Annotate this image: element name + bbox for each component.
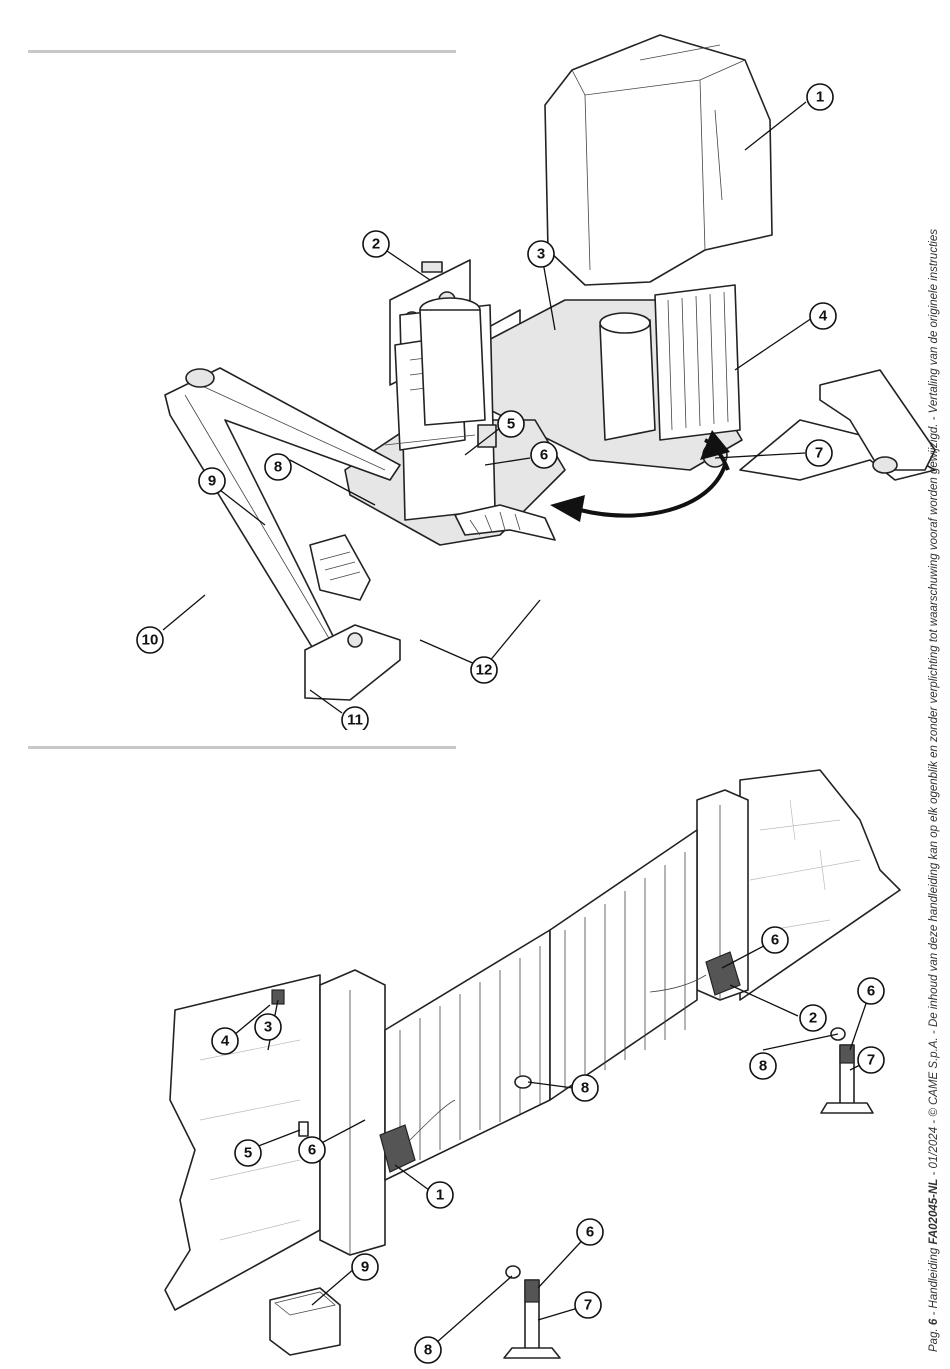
- operator-arm: [165, 368, 400, 700]
- svg-text:8: 8: [274, 459, 282, 476]
- svg-text:7: 7: [815, 445, 823, 462]
- svg-text:7: 7: [584, 1297, 592, 1314]
- exploded-operator-figure: 1 2 3 4 5 6 7 8 9 10 11 12: [0, 0, 950, 730]
- callout-top-7: 7: [806, 440, 832, 466]
- callout-bottom-6c: 6: [858, 978, 884, 1004]
- callout-top-8: 8: [265, 454, 291, 480]
- callout-top-12: 12: [471, 657, 497, 683]
- callout-bottom-9: 9: [352, 1254, 378, 1280]
- gate-leaves: [385, 830, 697, 1180]
- left-pillar: [320, 970, 385, 1255]
- footer-rest: - 01/2024 - © CAME S.p.A. - De inhoud va…: [928, 229, 940, 1175]
- svg-text:3: 3: [537, 246, 545, 263]
- svg-text:11: 11: [347, 712, 363, 729]
- svg-text:5: 5: [244, 1145, 252, 1162]
- page-footer: Pag. 6 - Handleiding FA02045-NL - 01/202…: [928, 172, 940, 1352]
- junction-box: [270, 1288, 340, 1355]
- svg-text:2: 2: [809, 1010, 817, 1027]
- svg-text:1: 1: [436, 1187, 444, 1204]
- footer-manual-label: - Handleiding: [928, 1248, 940, 1316]
- svg-text:6: 6: [540, 447, 548, 464]
- callout-top-4: 4: [810, 303, 836, 329]
- svg-text:10: 10: [142, 632, 159, 649]
- callout-bottom-7a: 7: [858, 1047, 884, 1073]
- svg-text:6: 6: [586, 1224, 594, 1241]
- svg-text:7: 7: [867, 1052, 875, 1069]
- footer-page-label: Pag.: [928, 1328, 940, 1352]
- svg-text:3: 3: [264, 1019, 272, 1036]
- installation-overview-figure: 1 2 3 4 5 6 6 6 6 7 7 8 8 8 9: [0, 760, 950, 1369]
- svg-text:9: 9: [208, 473, 216, 490]
- callout-top-11: 11: [342, 707, 368, 730]
- svg-text:2: 2: [372, 236, 380, 253]
- photocell-post-front: [504, 1280, 560, 1358]
- svg-text:5: 5: [507, 416, 515, 433]
- callout-bottom-5: 5: [235, 1140, 261, 1166]
- callout-bottom-6a: 6: [299, 1137, 325, 1163]
- svg-text:1: 1: [816, 89, 824, 106]
- svg-text:6: 6: [867, 983, 875, 1000]
- footer-page-number: 6: [928, 1319, 940, 1325]
- operator-cover: [545, 35, 772, 285]
- section-divider-middle: [28, 746, 456, 749]
- callout-bottom-7b: 7: [575, 1292, 601, 1318]
- callout-bottom-6d: 6: [577, 1219, 603, 1245]
- callout-top-9: 9: [199, 468, 225, 494]
- svg-text:4: 4: [819, 308, 828, 325]
- svg-text:4: 4: [221, 1033, 230, 1050]
- svg-text:8: 8: [424, 1342, 432, 1359]
- callout-top-10: 10: [137, 627, 163, 653]
- svg-text:8: 8: [581, 1080, 589, 1097]
- callout-top-3: 3: [528, 241, 554, 267]
- callout-bottom-8b: 8: [750, 1053, 776, 1079]
- svg-text:8: 8: [759, 1058, 767, 1075]
- callout-top-5: 5: [498, 411, 524, 437]
- callout-bottom-2: 2: [800, 1005, 826, 1031]
- svg-text:6: 6: [308, 1142, 316, 1159]
- callout-bottom-4: 4: [212, 1028, 238, 1054]
- callout-top-2: 2: [363, 231, 389, 257]
- callout-top-6: 6: [531, 442, 557, 468]
- callout-bottom-1: 1: [427, 1182, 453, 1208]
- callout-bottom-8a: 8: [572, 1075, 598, 1101]
- end-stop-left: [310, 535, 370, 600]
- callout-bottom-8c: 8: [415, 1337, 441, 1363]
- callout-bottom-3: 3: [255, 1014, 281, 1040]
- svg-text:6: 6: [771, 932, 779, 949]
- callout-top-1: 1: [807, 84, 833, 110]
- footer-doc-code: FA02045-NL: [928, 1179, 940, 1245]
- callout-bottom-6b: 6: [762, 927, 788, 953]
- svg-text:12: 12: [476, 662, 493, 679]
- right-wall: [740, 770, 900, 1000]
- svg-text:9: 9: [361, 1259, 369, 1276]
